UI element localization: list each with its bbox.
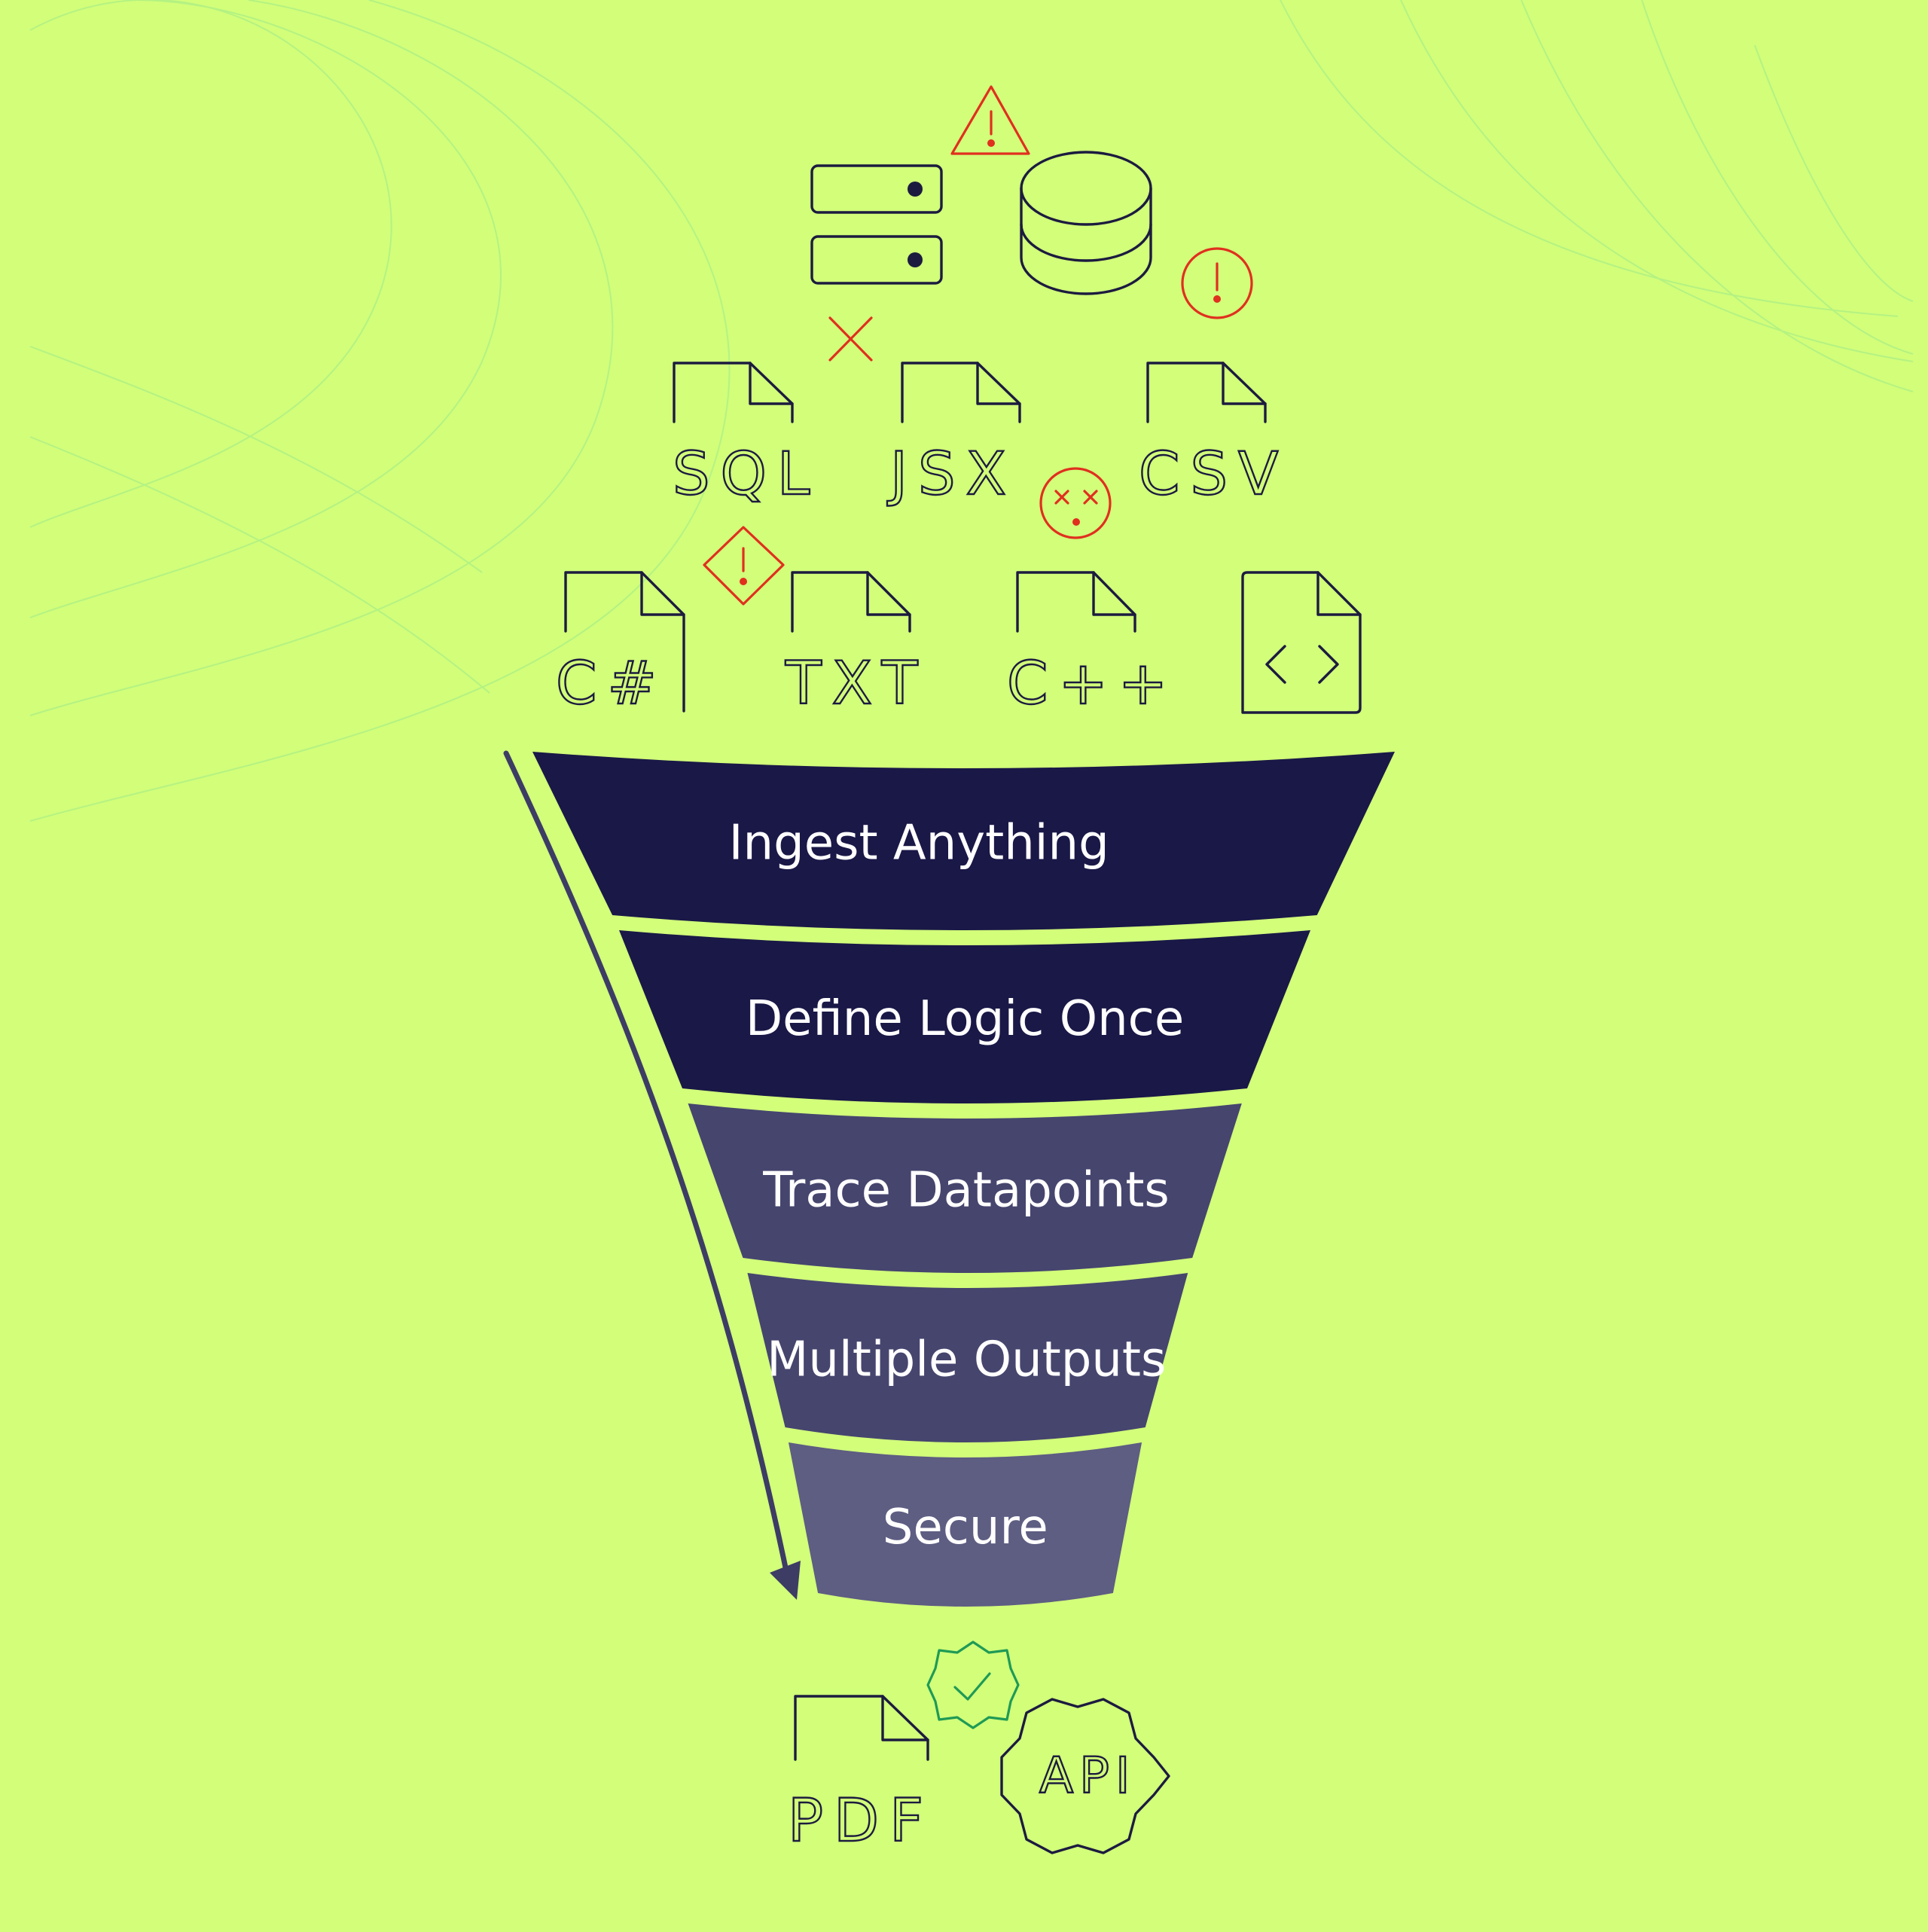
verified-check-icon [926, 1641, 1020, 1729]
funnel-stage-3 [688, 1103, 1242, 1273]
file-icon [1146, 362, 1267, 423]
dead-face-icon [1039, 467, 1112, 539]
funnel-stage-label: Define Logic Once [746, 991, 1184, 1047]
file-sql: SQL [672, 362, 820, 509]
funnel-stage-label: Secure [883, 1500, 1048, 1555]
file-pdf: PDF [787, 1695, 934, 1856]
file-cpp: C++ [1006, 571, 1178, 719]
funnel-stage-label: Trace Datapoints [762, 1163, 1170, 1219]
file-label: TXT [785, 650, 928, 718]
file-icon [1016, 571, 1136, 633]
warning-triangle-icon [950, 85, 1030, 155]
file-jsx: JSX [886, 362, 1021, 509]
file-csv: CSV [1138, 362, 1289, 509]
file-label: PDF [788, 1787, 934, 1855]
down-arrow-icon [503, 750, 801, 1600]
file-label: CSV [1139, 441, 1289, 508]
warning-diamond-icon [703, 526, 785, 606]
funnel-stage-1 [532, 752, 1395, 930]
funnel-stage-label: Multiple Outputs [767, 1332, 1166, 1388]
file-label: JSX [886, 441, 1017, 508]
funnel-stage-5 [788, 1442, 1142, 1607]
alert-circle-icon [1181, 247, 1253, 319]
api-gear-icon: API [1000, 1698, 1170, 1854]
file-label: C++ [1007, 650, 1178, 718]
funnel-stage-2 [619, 930, 1310, 1103]
file-icon [794, 1695, 929, 1761]
file-label: C# [556, 650, 667, 718]
file-icon [901, 362, 1021, 423]
file-label: SQL [673, 441, 820, 508]
database-icon [1020, 151, 1152, 295]
error-x-icon [828, 316, 873, 362]
background-waves [29, 0, 1914, 822]
api-label: API [1039, 1747, 1136, 1805]
file-icon [791, 571, 911, 633]
code-file-icon [1241, 571, 1362, 714]
funnel-stage-4 [747, 1273, 1188, 1442]
file-csharp: C# [555, 571, 685, 719]
funnel-stage-label: Ingest Anything [729, 816, 1109, 871]
file-txt: TXT [784, 571, 928, 719]
server-icon [810, 164, 943, 285]
file-icon [673, 362, 794, 423]
